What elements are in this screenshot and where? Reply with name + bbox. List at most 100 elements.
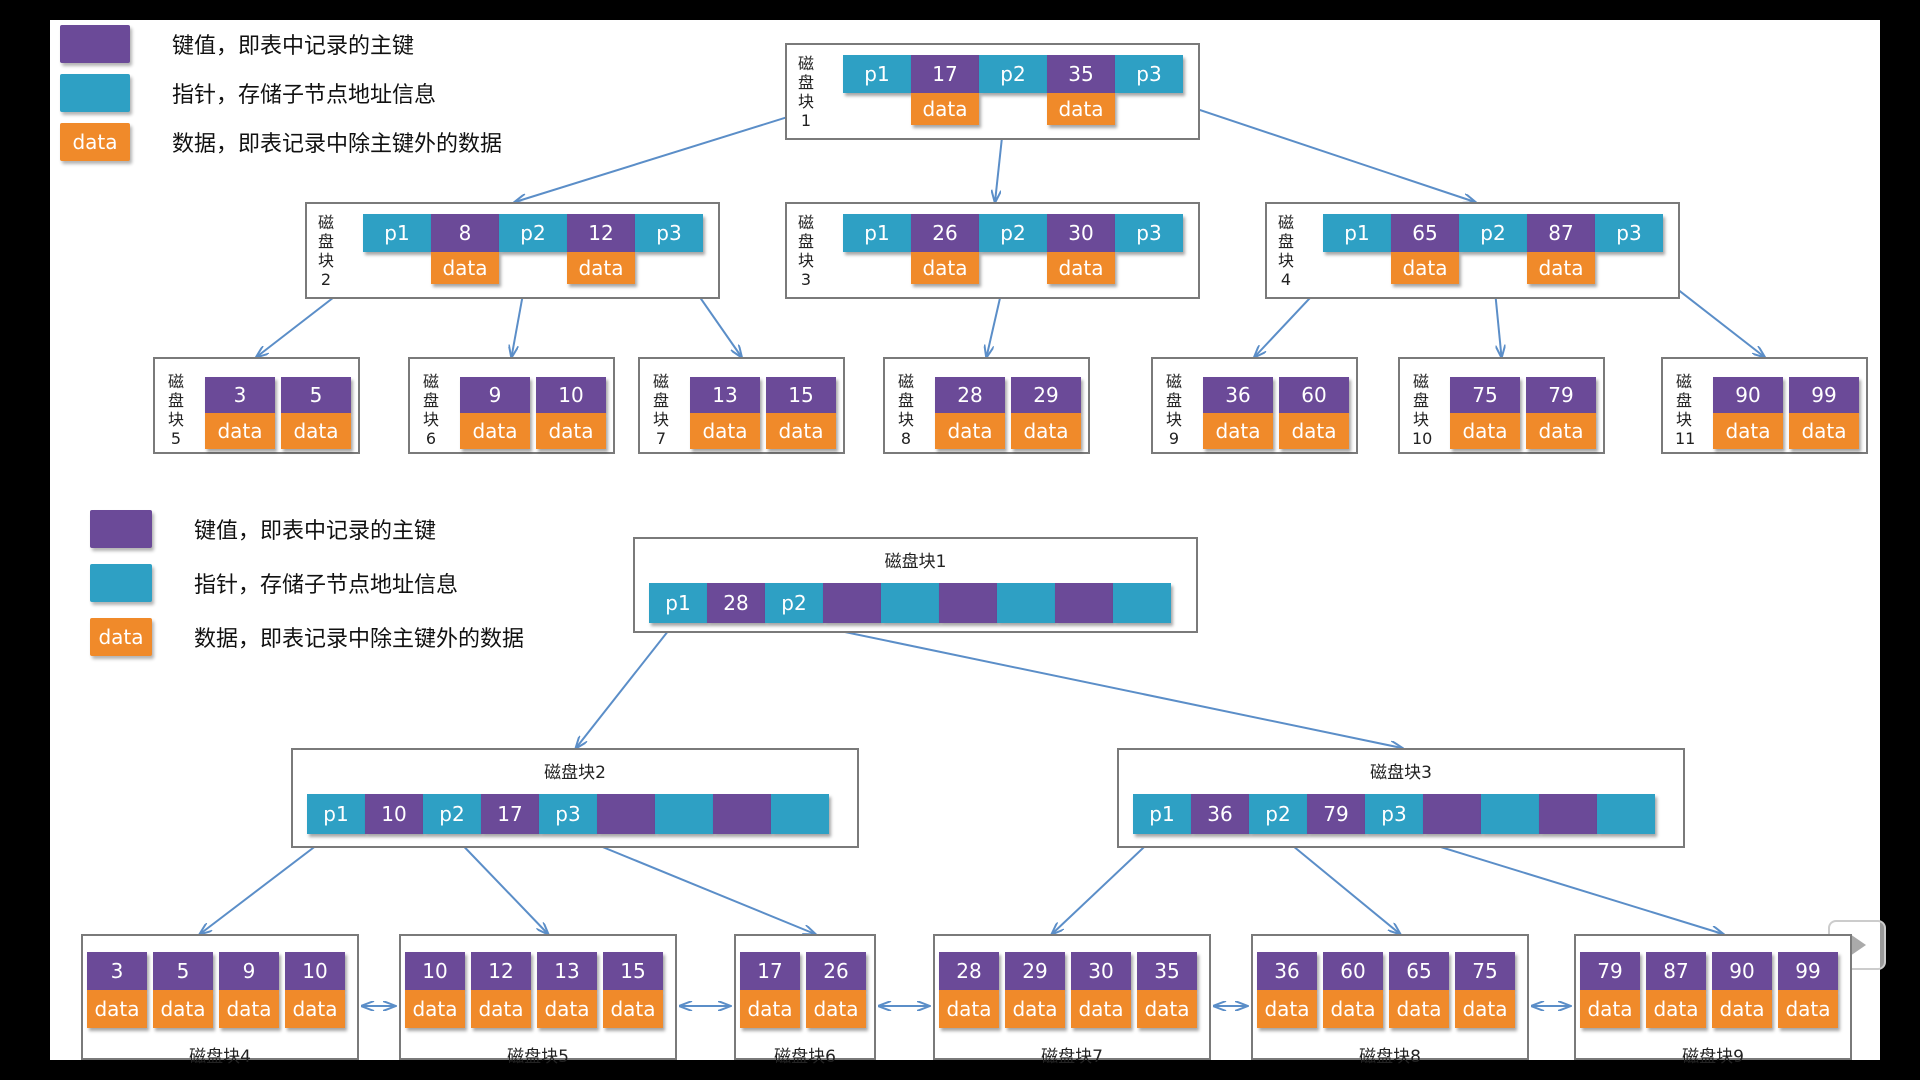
data-cell: data xyxy=(911,252,979,284)
key-cell: 90 xyxy=(1712,952,1772,990)
data-cell: data xyxy=(1071,990,1131,1028)
data-cell: data xyxy=(1047,93,1115,125)
legend-swatch xyxy=(60,74,130,112)
key-cell: 75 xyxy=(1455,952,1515,990)
pointer-cell: p1 xyxy=(1323,214,1391,252)
disk-block-label: 10 xyxy=(1412,429,1433,448)
key-cell: 3 xyxy=(87,952,147,990)
pointer-cell: p1 xyxy=(307,794,365,834)
key-cell: 75 xyxy=(1450,377,1520,413)
data-cell: data xyxy=(1047,252,1115,284)
key-cell: 29 xyxy=(1005,952,1065,990)
disk-block-label: 5 xyxy=(170,429,182,448)
pointer-cell: p1 xyxy=(649,583,707,623)
pointer-cell xyxy=(997,583,1055,623)
disk-block-label: 块 xyxy=(422,410,439,429)
key-cell: 26 xyxy=(806,952,866,990)
pointer-cell: p2 xyxy=(1459,214,1527,252)
disk-block-label: 块 xyxy=(167,410,184,429)
data-cell: data xyxy=(219,990,279,1028)
legend-swatch xyxy=(90,510,152,548)
disk-block-label: 盘 xyxy=(1675,391,1692,410)
child-pointer-arrow xyxy=(200,831,335,934)
child-pointer-arrow xyxy=(1275,831,1400,934)
data-cell: data xyxy=(740,990,800,1028)
disk-block-label: 块 xyxy=(1412,410,1429,429)
data-cell: data xyxy=(1580,990,1640,1028)
key-cell: 15 xyxy=(766,377,836,413)
legend-row-0: 键值，即表中记录的主键 xyxy=(60,25,414,63)
data-cell: data xyxy=(1279,413,1349,449)
disk-block-label: 磁盘块7 xyxy=(1041,1047,1103,1067)
key-cell: 12 xyxy=(567,214,635,252)
key-cell: 29 xyxy=(1011,377,1081,413)
disk-block-label: 磁 xyxy=(1412,372,1429,391)
key-cell: 87 xyxy=(1527,214,1595,252)
disk-block-label: 块 xyxy=(1165,410,1182,429)
legend-text: 数据，即表记录中除主键外的数据 xyxy=(194,627,525,652)
key-cell: 35 xyxy=(1137,952,1197,990)
legend-row-0: 键值，即表中记录的主键 xyxy=(90,510,436,548)
key-cell: 10 xyxy=(285,952,345,990)
data-cell: data xyxy=(1778,990,1838,1028)
watermark-text: Java面试题精选 · 哔哩哔哩 xyxy=(1380,76,1820,116)
pointer-cell: p2 xyxy=(499,214,567,252)
key-cell: 17 xyxy=(911,55,979,93)
data-cell: data xyxy=(536,413,606,449)
data-cell: data xyxy=(1137,990,1197,1028)
key-cell: 79 xyxy=(1526,377,1596,413)
child-pointer-arrow xyxy=(449,831,548,934)
disk-block-label: 块 xyxy=(797,92,814,111)
disk-block-label: 磁盘块9 xyxy=(1682,1047,1744,1067)
data-cell: data xyxy=(1712,990,1772,1028)
data-cell: data xyxy=(537,990,597,1028)
legend-text: 指针，存储子节点地址信息 xyxy=(172,83,437,108)
key-cell: 13 xyxy=(537,952,597,990)
key-cell: 36 xyxy=(1203,377,1273,413)
disk-block-label: 磁 xyxy=(897,372,914,391)
pointer-cell: p1 xyxy=(843,214,911,252)
disk-block-label: 4 xyxy=(1280,270,1292,289)
data-cell: data xyxy=(471,990,531,1028)
data-cell: data xyxy=(1450,413,1520,449)
key-cell: 13 xyxy=(690,377,760,413)
key-cell: 10 xyxy=(536,377,606,413)
pointer-cell xyxy=(881,583,939,623)
key-cell xyxy=(1055,583,1113,623)
key-cell: 36 xyxy=(1257,952,1317,990)
key-cell: 35 xyxy=(1047,55,1115,93)
key-cell: 60 xyxy=(1323,952,1383,990)
key-cell: 28 xyxy=(707,583,765,623)
key-cell: 87 xyxy=(1646,952,1706,990)
legend-swatch xyxy=(90,564,152,602)
disk-block-label: 磁盘块8 xyxy=(1359,1047,1421,1067)
key-cell: 10 xyxy=(365,794,423,834)
pointer-cell xyxy=(1113,583,1171,623)
legend-swatch xyxy=(60,25,130,63)
key-cell: 26 xyxy=(911,214,979,252)
data-cell: data xyxy=(285,990,345,1028)
data-cell: data xyxy=(603,990,663,1028)
key-cell: 65 xyxy=(1389,952,1449,990)
key-cell: 9 xyxy=(219,952,279,990)
key-cell: 79 xyxy=(1580,952,1640,990)
legend-text: 键值，即表中记录的主键 xyxy=(172,34,415,59)
data-cell: data xyxy=(1526,413,1596,449)
key-cell: 3 xyxy=(205,377,275,413)
pointer-cell: p3 xyxy=(635,214,703,252)
data-cell: data xyxy=(281,413,351,449)
legend-row-1: 指针，存储子节点地址信息 xyxy=(60,74,436,112)
key-cell: 90 xyxy=(1713,377,1783,413)
disk-block-label: 磁 xyxy=(652,372,669,391)
